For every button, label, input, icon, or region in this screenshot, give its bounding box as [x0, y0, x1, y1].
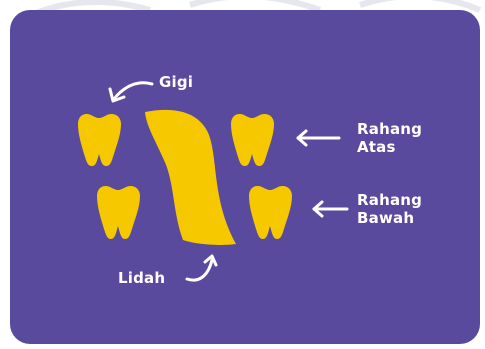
label-lidah: Lidah	[118, 271, 165, 286]
label-rahang-bawah-line2: Bawah	[357, 211, 414, 226]
label-rahang-atas-line1: Rahang	[357, 122, 422, 137]
diagram-background	[10, 10, 480, 344]
label-gigi: Gigi	[159, 75, 193, 90]
label-rahang-atas-line2: Atas	[357, 140, 396, 155]
label-rahang-bawah-line1: Rahang	[357, 193, 422, 208]
